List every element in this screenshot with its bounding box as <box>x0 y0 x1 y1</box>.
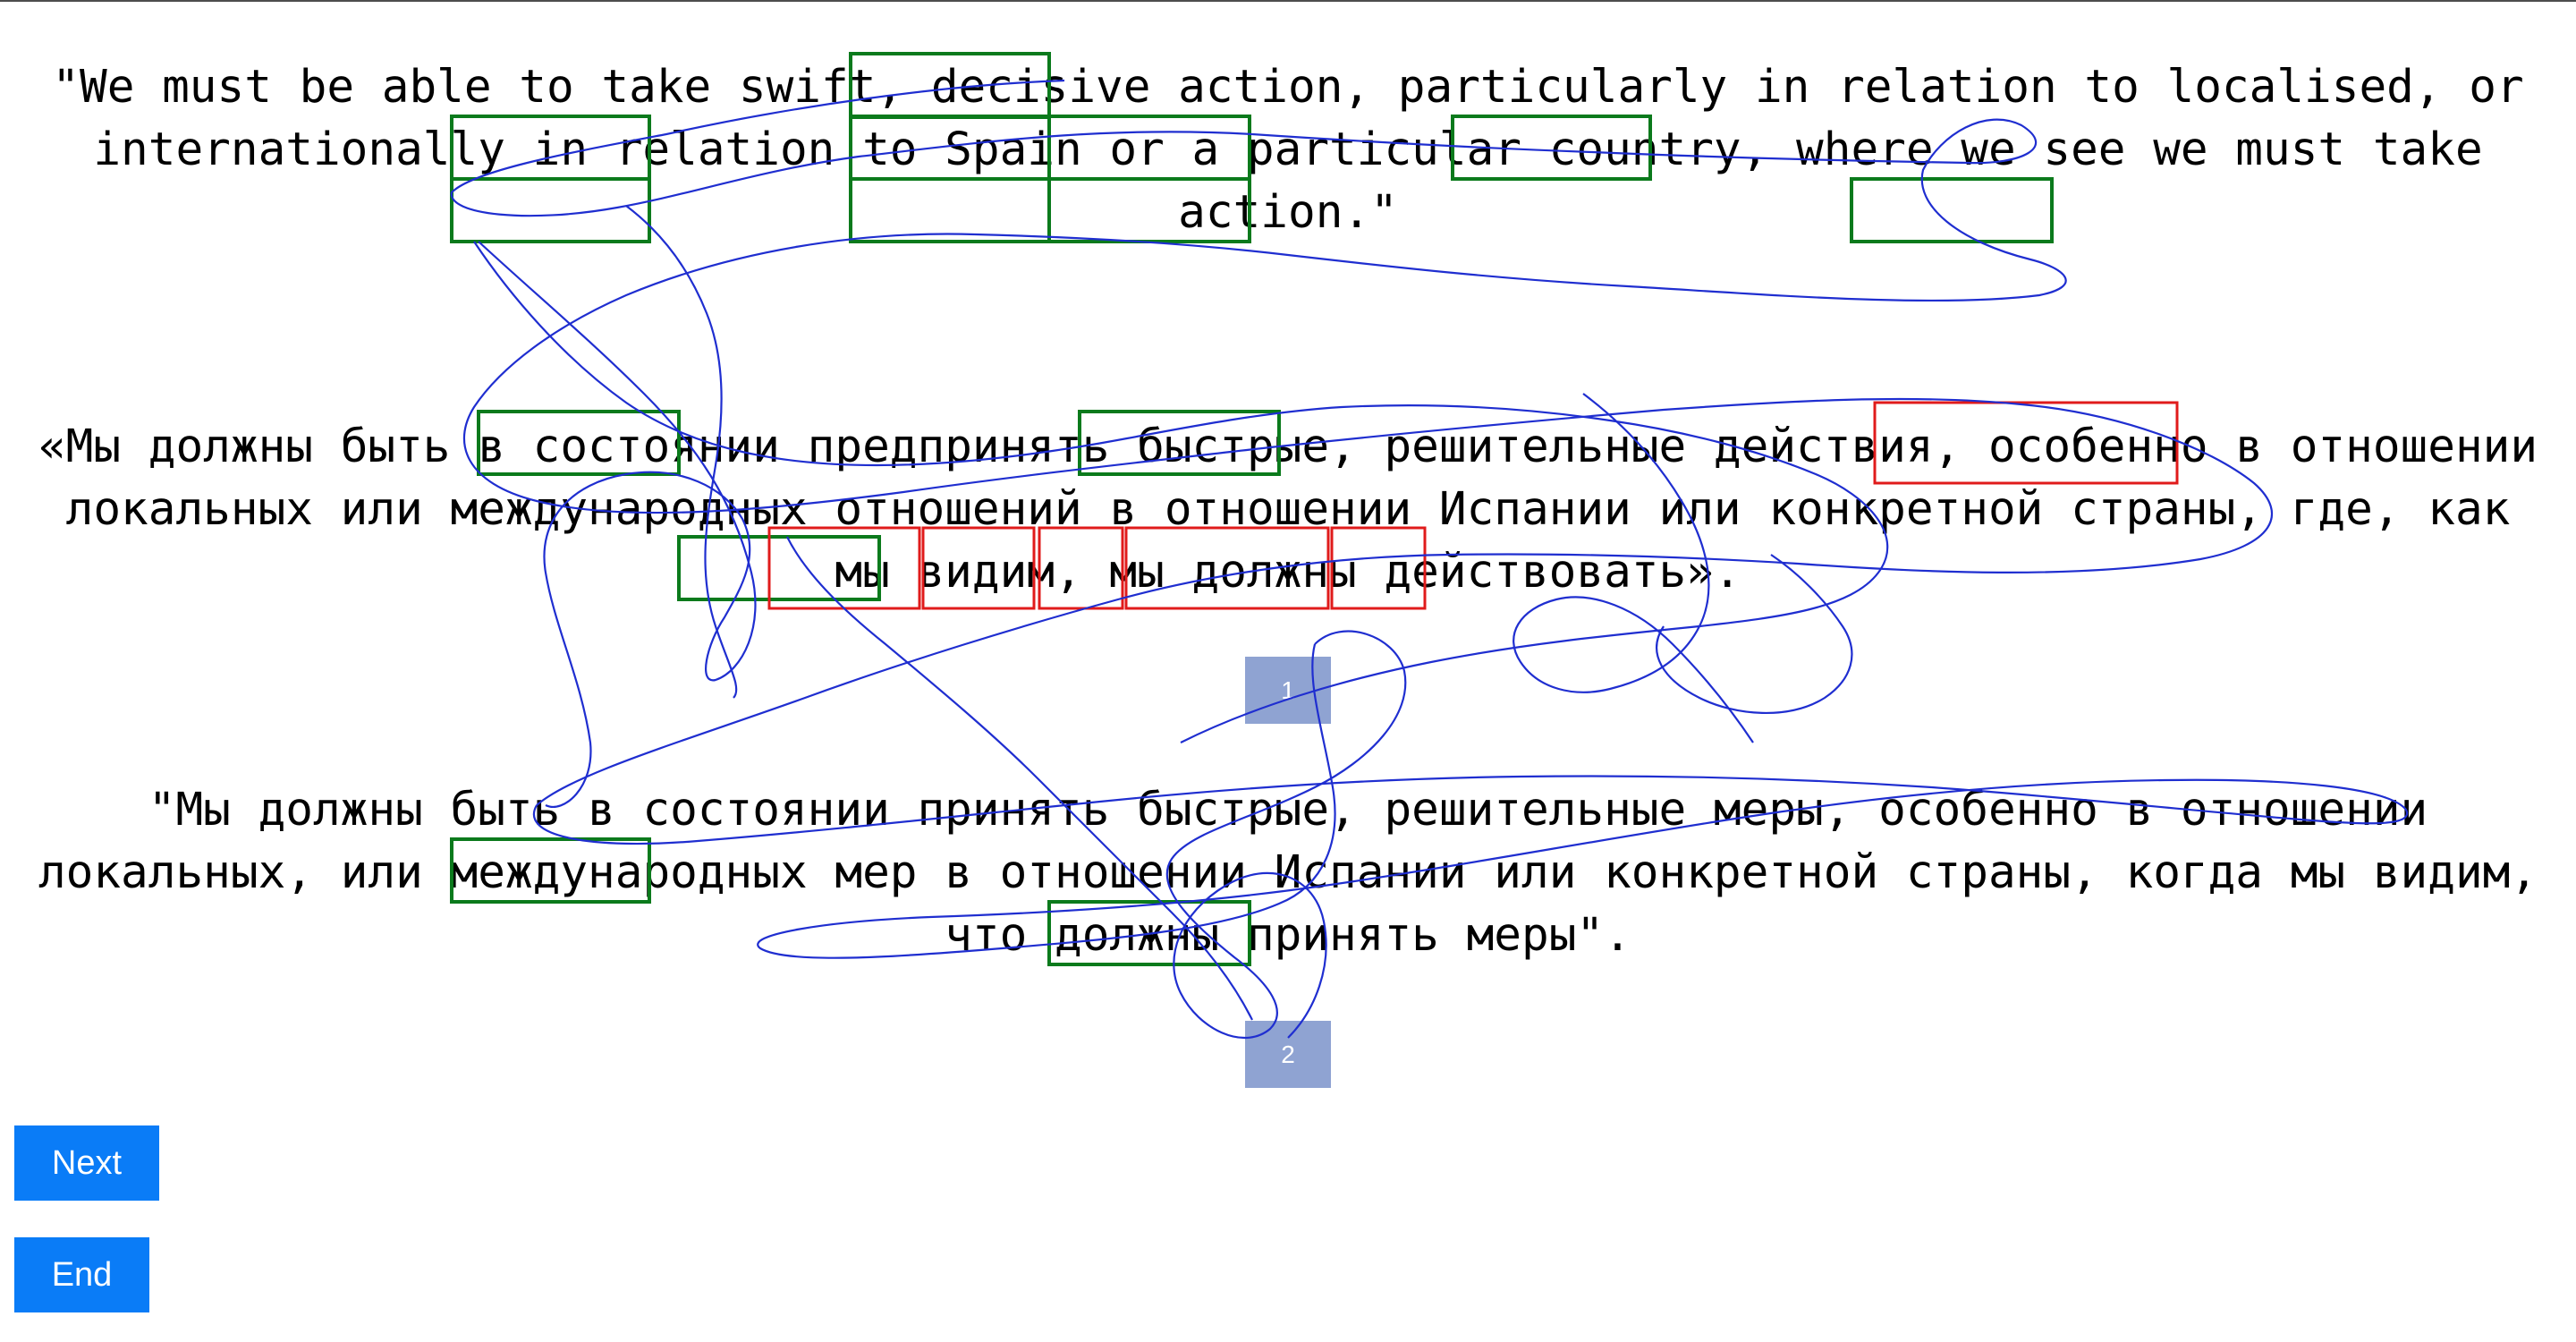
source-sentence: "We must be able to take swift, decisive… <box>52 61 2524 239</box>
end-button[interactable]: End <box>14 1237 149 1312</box>
translation-option-2: "Мы должны быть в состоянии принять быст… <box>38 784 2538 962</box>
translation-option-1: «Мы должны быть в состоянии предпринять … <box>38 420 2538 599</box>
next-button[interactable]: Next <box>14 1125 159 1201</box>
top-border <box>0 0 2576 2</box>
translation-1-badge[interactable]: 1 <box>1245 657 1331 724</box>
translation-2-badge[interactable]: 2 <box>1245 1021 1331 1088</box>
